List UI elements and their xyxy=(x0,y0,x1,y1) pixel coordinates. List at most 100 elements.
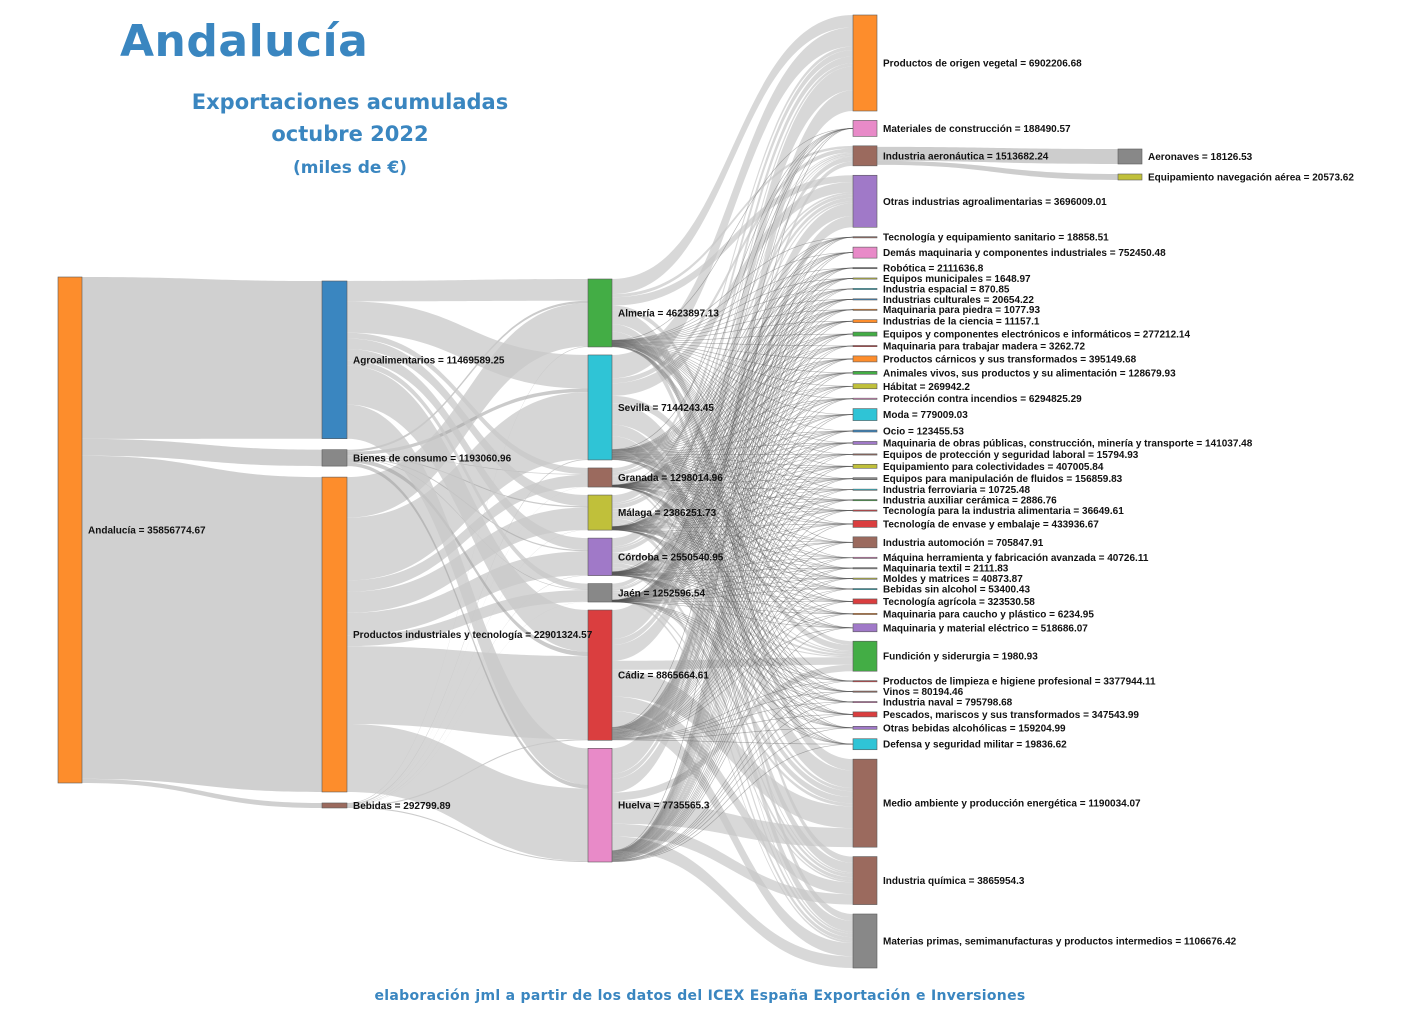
sankey-node-bebidas[interactable] xyxy=(321,802,348,809)
sankey-node-s18[interactable] xyxy=(852,397,878,400)
sankey-node-s24[interactable] xyxy=(852,477,878,481)
node-label-s45: Industria química = 3865954.3 xyxy=(883,876,1025,887)
sankey-node-s30[interactable] xyxy=(852,556,878,559)
sankey-node-s12[interactable] xyxy=(852,319,878,323)
sankey-node-almeria[interactable] xyxy=(587,278,613,348)
sankey-node-sevilla[interactable] xyxy=(587,354,613,461)
sankey-node-s23[interactable] xyxy=(852,463,878,469)
sankey-node-s43[interactable] xyxy=(852,738,878,751)
sankey-node-s42[interactable] xyxy=(852,726,878,730)
sankey-node-s10[interactable] xyxy=(852,298,878,301)
sankey-link xyxy=(611,288,854,486)
sankey-link xyxy=(611,333,854,854)
sankey-link xyxy=(611,128,854,573)
sankey-node-s22[interactable] xyxy=(852,453,878,456)
sankey-node-s19[interactable] xyxy=(852,408,878,421)
sankey-link xyxy=(611,252,854,573)
node-label-s32: Moldes y matrices = 40873.87 xyxy=(883,574,1023,585)
sankey-node-s6[interactable] xyxy=(852,246,878,259)
sankey-node-s32[interactable] xyxy=(852,577,878,580)
sankey-link xyxy=(611,278,854,528)
sankey-link xyxy=(611,345,854,703)
sankey-node-agro[interactable] xyxy=(321,280,348,439)
sankey-node-s34[interactable] xyxy=(852,598,878,605)
sankey-link xyxy=(611,333,854,731)
sankey-node-s35[interactable] xyxy=(852,613,878,615)
sankey-node-bienes[interactable] xyxy=(321,449,348,467)
sankey-node-s13[interactable] xyxy=(852,331,878,337)
sankey-node-s20[interactable] xyxy=(852,429,878,433)
sankey-node-s25[interactable] xyxy=(852,488,878,491)
sankey-node-s39[interactable] xyxy=(852,690,878,693)
sankey-node-s33[interactable] xyxy=(852,588,878,591)
sankey-link xyxy=(611,601,854,860)
sankey-link xyxy=(612,475,853,653)
sankey-node-s44[interactable] xyxy=(852,758,878,848)
sankey-node-malaga[interactable] xyxy=(587,494,613,531)
sankey-link xyxy=(611,454,854,487)
sankey-node-s1[interactable] xyxy=(852,14,878,112)
sankey-link xyxy=(611,358,854,486)
sankey-link xyxy=(347,459,588,805)
sankey-node-s21[interactable] xyxy=(852,441,878,445)
sankey-link xyxy=(612,192,853,476)
sankey-link xyxy=(611,267,854,528)
sankey-node-s14[interactable] xyxy=(852,345,878,347)
sankey-link xyxy=(611,486,854,703)
sankey-node-s17[interactable] xyxy=(852,383,878,390)
sankey-link xyxy=(611,478,854,857)
sankey-link xyxy=(611,320,854,573)
node-label-s10: Industrias culturales = 20654.22 xyxy=(883,295,1034,306)
sankey-node-huelva[interactable] xyxy=(587,748,613,863)
sankey-node-s41[interactable] xyxy=(852,711,878,718)
sankey-node-s46[interactable] xyxy=(852,913,878,969)
sankey-node-s26[interactable] xyxy=(852,499,878,502)
sankey-node-aeronaves[interactable] xyxy=(1117,148,1143,165)
sankey-node-s40[interactable] xyxy=(852,701,878,703)
sankey-node-industriales[interactable] xyxy=(321,476,348,793)
sankey-node-s27[interactable] xyxy=(852,509,878,512)
sankey-link xyxy=(611,345,854,854)
sankey-node-s9[interactable] xyxy=(852,288,878,290)
sankey-node-cadiz[interactable] xyxy=(587,609,613,741)
sankey-node-s28[interactable] xyxy=(852,520,878,528)
sankey-link xyxy=(611,309,854,528)
sankey-node-andalucia[interactable] xyxy=(57,276,83,784)
sankey-node-s31[interactable] xyxy=(852,567,878,570)
sankey-node-s2[interactable] xyxy=(852,120,878,137)
sankey-link xyxy=(611,627,854,861)
sankey-node-s16[interactable] xyxy=(852,371,878,375)
sankey-node-s5[interactable] xyxy=(852,236,878,239)
sankey-node-s15[interactable] xyxy=(852,355,878,363)
sankey-node-s3[interactable] xyxy=(852,145,878,167)
sankey-link xyxy=(611,288,854,528)
sankey-node-jaen[interactable] xyxy=(587,583,613,603)
sankey-link xyxy=(611,465,854,734)
sankey-node-s11[interactable] xyxy=(852,308,878,311)
sankey-link xyxy=(611,299,854,730)
node-label-s28: Tecnología de envase y embalaje = 433936… xyxy=(883,519,1099,530)
node-label-granada: Granada = 1298014.96 xyxy=(618,473,723,484)
node-label-s18: Protección contra incendios = 6294825.29 xyxy=(883,394,1082,405)
sankey-link xyxy=(611,455,854,525)
sankey-link xyxy=(611,430,854,856)
sankey-node-s38[interactable] xyxy=(852,680,878,683)
sankey-node-s29[interactable] xyxy=(852,536,878,549)
sankey-link xyxy=(611,557,854,737)
sankey-link xyxy=(611,341,854,374)
sankey-node-granada[interactable] xyxy=(587,467,613,488)
sankey-link xyxy=(611,458,854,692)
node-label-s16: Animales vivos, sus productos y su alime… xyxy=(883,368,1176,379)
sankey-node-s45[interactable] xyxy=(852,856,878,905)
sankey-node-s36[interactable] xyxy=(852,623,878,633)
sankey-node-cordoba[interactable] xyxy=(587,537,613,576)
sankey-link xyxy=(611,333,854,486)
sankey-node-s4[interactable] xyxy=(852,174,878,228)
sankey-node-s8[interactable] xyxy=(852,277,878,280)
sankey-node-navegacion[interactable] xyxy=(1117,173,1143,181)
sankey-node-s7[interactable] xyxy=(852,267,878,270)
sankey-node-s37[interactable] xyxy=(852,640,878,672)
sankey-link xyxy=(611,486,854,525)
sankey-link xyxy=(611,236,854,601)
sankey-link xyxy=(611,372,854,732)
